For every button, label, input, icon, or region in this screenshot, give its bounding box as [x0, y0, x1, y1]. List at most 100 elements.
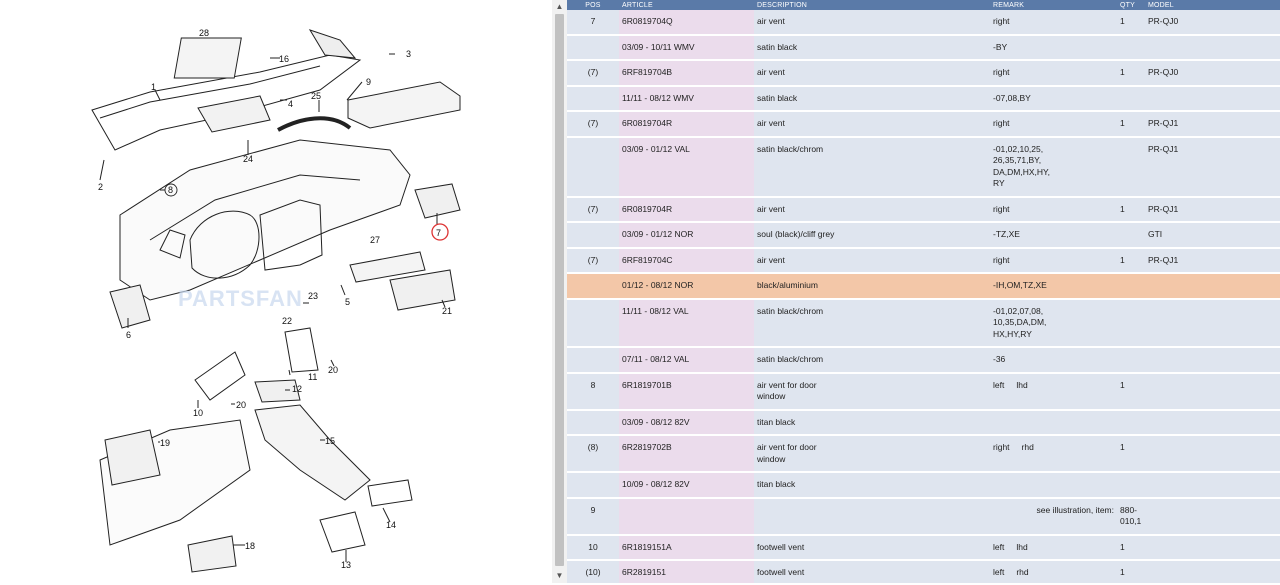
cell-article: 6R1819701B	[619, 372, 754, 411]
cell-qty: 1	[1117, 247, 1145, 274]
cell-qty	[1117, 347, 1145, 374]
cell-qty: 1	[1117, 372, 1145, 411]
cell-model	[1145, 409, 1280, 436]
header-remark: REMARK	[990, 0, 1117, 10]
cell-article: 01/12 - 08/12 NOR	[619, 273, 754, 300]
scrollbar[interactable]: ▲ ▼	[552, 0, 567, 583]
callout-4[interactable]: 4	[288, 99, 293, 109]
callout-16[interactable]: 16	[279, 54, 289, 64]
cell-article: 6R1819151A	[619, 534, 754, 561]
cell-pos	[567, 472, 619, 499]
cell-qty	[1145, 497, 1280, 536]
callout-28[interactable]: 28	[199, 28, 209, 38]
cell-qty: 1	[1117, 10, 1145, 36]
cell-pos	[567, 298, 619, 348]
triangle-up-icon[interactable]: ▲	[555, 2, 564, 11]
cell-article: 6R0819704Q	[619, 10, 754, 36]
header-model: MODEL	[1145, 0, 1280, 10]
callout-2[interactable]: 2	[98, 182, 103, 192]
callout-5[interactable]: 5	[345, 297, 350, 307]
callout-22[interactable]: 22	[282, 316, 292, 326]
cell-model	[1145, 372, 1280, 411]
cell-qty	[1117, 85, 1145, 112]
scrollbar-thumb[interactable]	[555, 14, 564, 566]
callout-18[interactable]: 18	[245, 541, 255, 551]
callout-15[interactable]: 15	[325, 436, 335, 446]
remark-text: right	[993, 442, 1010, 452]
callout-9[interactable]: 9	[366, 77, 371, 87]
cell-pos: (7)	[567, 247, 619, 274]
remark-text: right	[993, 118, 1010, 128]
cell-remark: -36	[990, 347, 1117, 374]
cell-article: 6R2819151	[619, 560, 754, 583]
callout-1[interactable]: 1	[151, 82, 156, 92]
cell-pos	[567, 273, 619, 300]
cell-remark: right	[990, 196, 1117, 223]
remark-text: -07,08,BY	[993, 92, 1031, 103]
callout-3[interactable]: 3	[406, 49, 411, 59]
cell-article: 03/09 - 01/12 NOR	[619, 222, 754, 249]
cell-qty	[1117, 409, 1145, 436]
triangle-down-icon[interactable]: ▼	[555, 571, 564, 580]
cell-article: 6RF819704C	[619, 247, 754, 274]
cell-pos	[567, 409, 619, 436]
callout-27[interactable]: 27	[370, 235, 380, 245]
callout-24[interactable]: 24	[243, 154, 253, 164]
callout-14[interactable]: 14	[386, 520, 396, 530]
cell-pos: 10	[567, 534, 619, 561]
callout-6[interactable]: 6	[126, 330, 131, 340]
callout-21[interactable]: 21	[442, 306, 452, 316]
callout-11[interactable]: 11	[308, 372, 317, 382]
cell-model: PR-QJ0	[1145, 10, 1280, 36]
cell-pos: 9	[567, 497, 619, 536]
callout-20a[interactable]: 20	[236, 400, 246, 410]
remark-text: right	[993, 67, 1010, 77]
callout-25[interactable]: 25	[311, 91, 321, 101]
callout-10[interactable]: 10	[193, 408, 203, 418]
cell-article: 03/09 - 01/12 VAL	[619, 136, 754, 198]
cell-description: satin black/chrom	[754, 298, 990, 348]
callout-13[interactable]: 13	[341, 560, 351, 570]
callout-23[interactable]: 23	[308, 291, 318, 301]
cell-remark: -TZ,XE	[990, 222, 1117, 249]
callout-20b[interactable]: 20	[328, 365, 338, 375]
cell-model	[1145, 298, 1280, 348]
header-article: ARTICLE	[619, 0, 754, 10]
remark-text: -01,02,07,08, 10,35,DA,DM, HX,HY,RY	[993, 305, 1047, 339]
callout-7[interactable]: 7	[436, 228, 441, 238]
remark-text: left	[993, 379, 1005, 390]
cell-description: titan black	[754, 409, 990, 436]
remark-text: right	[993, 254, 1010, 265]
callout-8[interactable]: 8	[168, 185, 173, 195]
remark-text: -36	[993, 354, 1006, 364]
cell-model	[1145, 347, 1280, 374]
cell-description: air vent	[754, 196, 990, 223]
cell-article: 03/09 - 08/12 82V	[619, 409, 754, 436]
cell-pos	[567, 222, 619, 249]
cell-description: air vent	[754, 60, 990, 87]
remark-drive: lhd	[1016, 379, 1028, 390]
cell-description: satin black	[754, 85, 990, 112]
callout-19[interactable]: 19	[160, 438, 170, 448]
callout-12[interactable]: 12	[292, 384, 302, 394]
